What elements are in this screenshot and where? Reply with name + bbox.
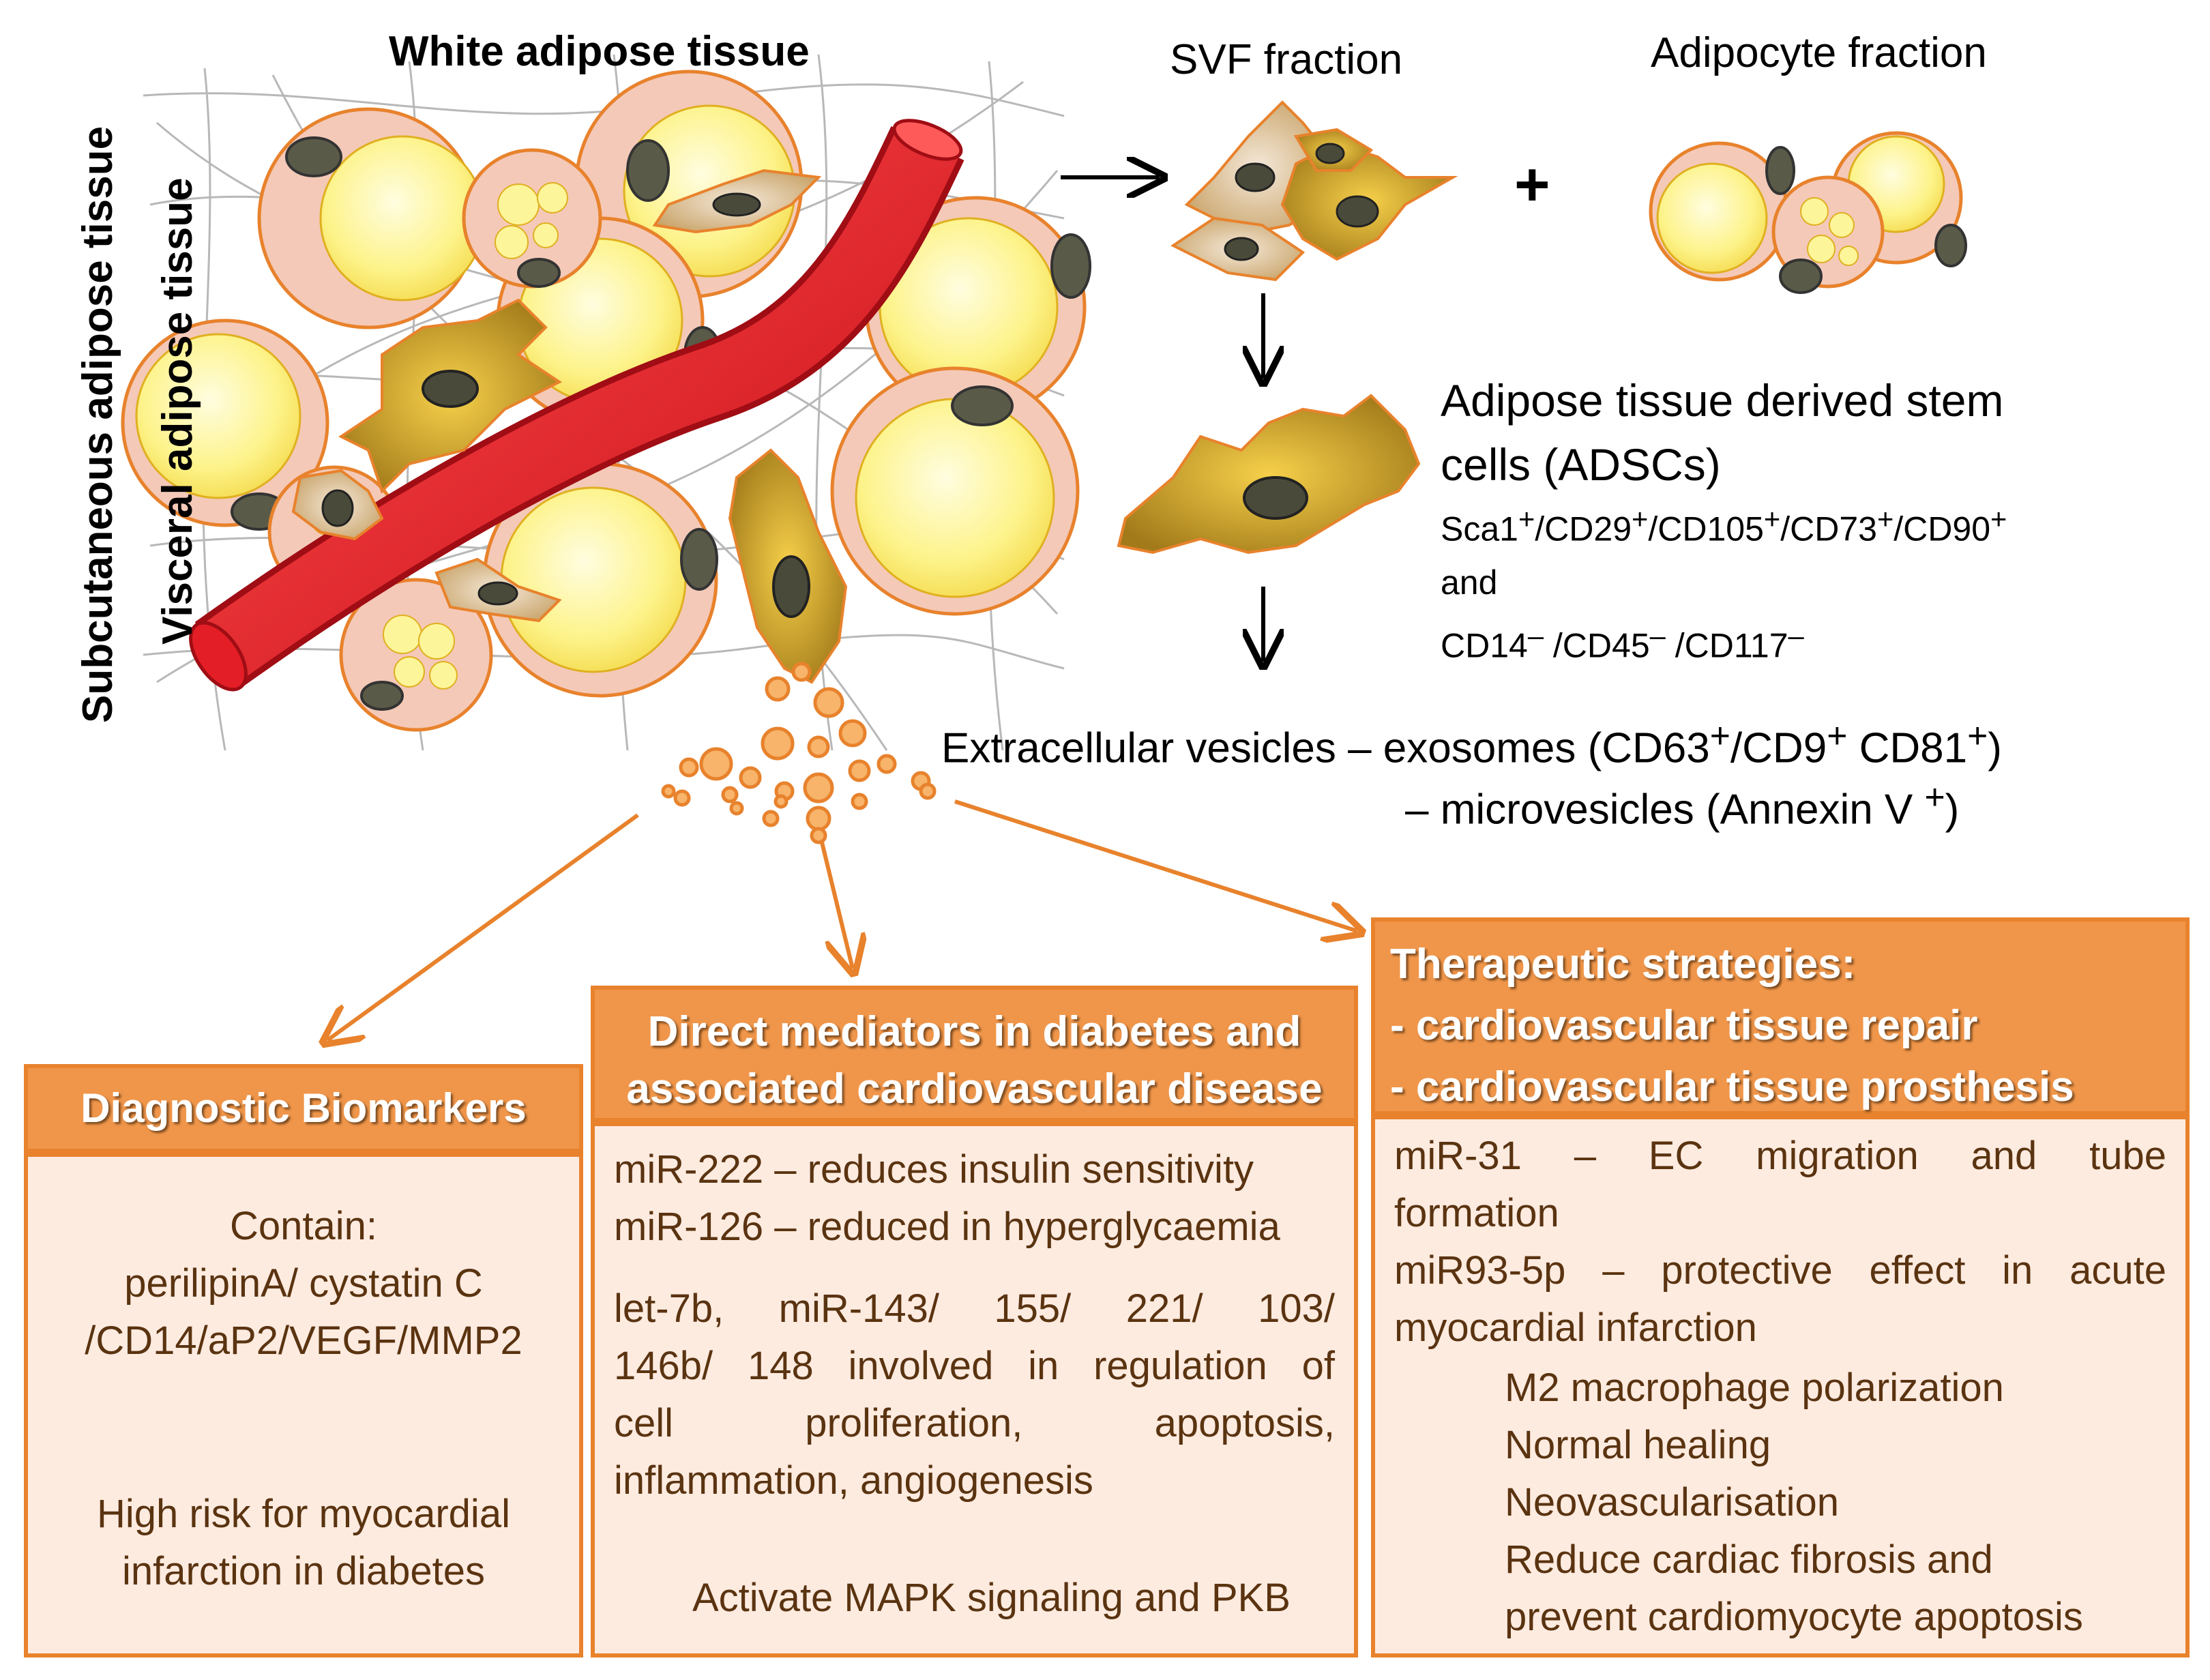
outcome-arrows — [327, 799, 1357, 1040]
vesicles-microvesicles: – microvesicles (Annexin V +) — [1405, 777, 1960, 834]
stromal-cells — [291, 168, 848, 684]
mediators-mir126: miR-126 – reduced in hyperglycaemia — [614, 1205, 1280, 1249]
therapeutic-mir31-cont: formation — [1394, 1191, 1559, 1235]
diagnostic-markers-1: perilipinA/ cystatin C — [124, 1261, 483, 1306]
mediators-activate: Activate MAPK signaling and PKB — [692, 1576, 1291, 1620]
mediators-para-4: inflammation, angiogenesis — [614, 1458, 1093, 1503]
therapeutic-header: Therapeutic strategies: - cardiovascular… — [1371, 917, 2190, 1115]
positive-markers: Sca1+/CD29+/CD105+/CD73+/CD90+ — [1441, 503, 2007, 548]
mediators-para-3: cell proliferation, apoptosis, — [614, 1401, 1335, 1445]
adscs-label: Adipose tissue derived stem cells (ADSCs… — [1441, 368, 2003, 497]
effect-fibrosis-2: prevent cardiomyocyte apoptosis — [1505, 1595, 2083, 1639]
diagnostic-risk-1: High risk for myocardial — [97, 1492, 510, 1536]
markers-and: and — [1441, 563, 1498, 602]
adsc-cell — [1117, 394, 1421, 555]
mediators-para-2: 146b/ 148 involved in regulation of — [614, 1344, 1335, 1388]
mediators-para-1: let-7b, miR-143/ 155/ 221/ 103/ — [614, 1286, 1335, 1331]
diagnostic-header: Diagnostic Biomarkers — [24, 1064, 583, 1153]
therapeutic-effects: M2 macrophage polarization Normal healin… — [1505, 1359, 2083, 1646]
adscs-line-1: Adipose tissue derived stem — [1441, 375, 2004, 426]
svf-fraction-cells — [1170, 100, 1458, 282]
effect-m2: M2 macrophage polarization — [1505, 1366, 2004, 1410]
mediators-header: Direct mediators in diabetes and associa… — [591, 986, 1358, 1122]
adscs-markers: Sca1+/CD29+/CD105+/CD73+/CD90+ and CD14–… — [1441, 492, 2007, 672]
adipocyte-fraction-cells — [1649, 131, 1967, 294]
mediators-mir222: miR-222 – reduces insulin sensitivity — [614, 1147, 1254, 1192]
flow-arrows — [1061, 177, 1263, 662]
blood-vessel — [189, 119, 964, 692]
effect-healing: Normal healing — [1505, 1423, 1771, 1467]
vesicles-exosomes: Extracellular vesicles – exosomes (CD63+… — [941, 716, 2002, 772]
svf-fraction-label: SVF fraction — [1170, 36, 1403, 83]
extracellular-vesicles — [661, 662, 937, 844]
adscs-line-2: cells (ADSCs) — [1441, 439, 1721, 490]
diagnostic-box: Contain: perilipinA/ cystatin C /CD14/aP… — [24, 1153, 583, 1657]
tissue-title: White adipose tissue — [389, 28, 810, 75]
diagnostic-contain: Contain: — [229, 1204, 378, 1248]
negative-markers: CD14– /CD45– /CD117– — [1441, 619, 1804, 665]
diagnostic-markers-2: /CD14/aP2/VEGF/MMP2 — [85, 1318, 522, 1363]
effect-fibrosis-1: Reduce cardiac fibrosis and — [1505, 1537, 1993, 1582]
therapeutic-mir31: miR-31 – EC migration and tube — [1394, 1134, 2166, 1178]
adipocyte-fraction-label: Adipocyte fraction — [1651, 29, 1987, 76]
subcutaneous-label: Subcutaneous adipose tissue — [74, 126, 121, 723]
therapeutic-mir93: miR93-5p – protective effect in acute — [1394, 1248, 2166, 1293]
diagnostic-risk-2: infarction in diabetes — [122, 1549, 485, 1593]
therapeutic-box: miR-31 – EC migration and tube formation… — [1371, 1115, 2190, 1657]
visceral-label: Visceral adipose tissue — [154, 177, 201, 645]
mediators-box: miR-222 – reduces insulin sensitivity mi… — [591, 1122, 1358, 1657]
plus-sign: + — [1514, 151, 1550, 219]
effect-neovasc: Neovascularisation — [1505, 1480, 1840, 1524]
therapeutic-mir93-cont: myocardial infarction — [1394, 1306, 1757, 1350]
